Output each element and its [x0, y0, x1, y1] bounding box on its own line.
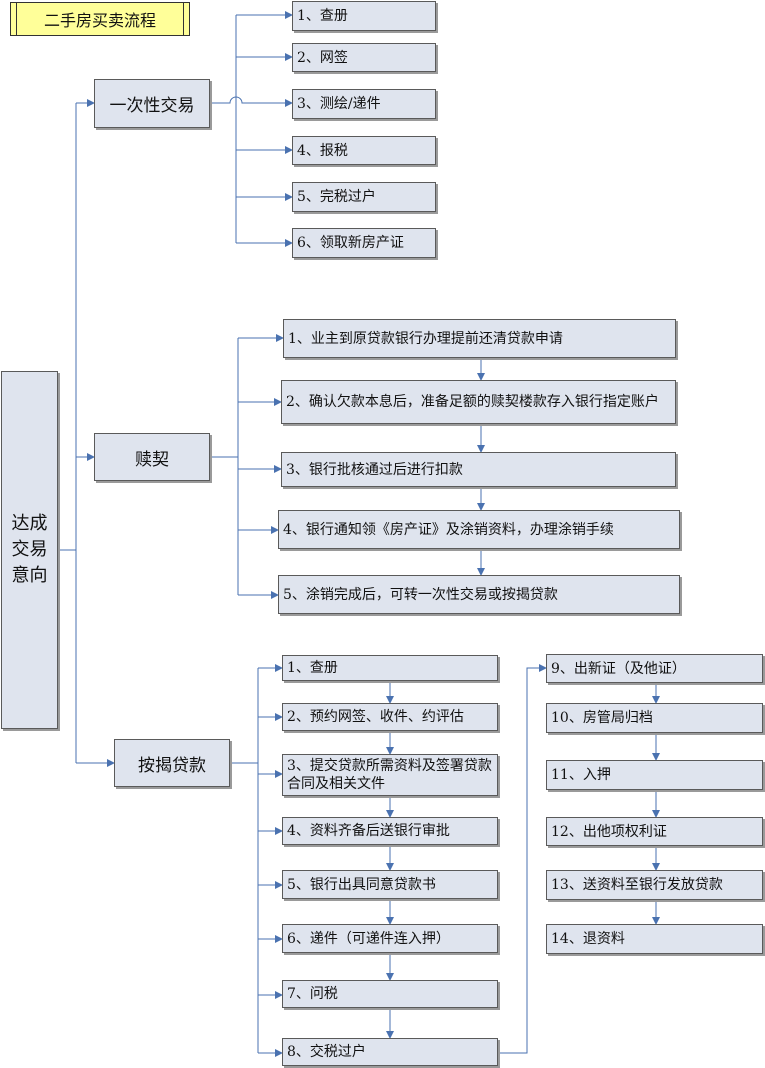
mortgage-step-10: 10、房管局归档: [546, 703, 763, 733]
root-label: 达成交易意向: [11, 513, 48, 586]
redemption-step-2-label: 2、确认欠款本息后，准备足额的赎契楼款存入银行指定账户: [286, 394, 659, 410]
one-time-step-6: 6、领取新房产证: [292, 228, 436, 258]
mortgage-step-2: 2、预约网签、收件、约评估: [282, 703, 498, 731]
redemption-step-1: 1、业主到原贷款银行办理提前还清贷款申请: [283, 319, 676, 358]
redemption-step-3: 3、银行批核通过后进行扣款: [281, 452, 676, 487]
redemption-step-4: 4、银行通知领《房产证》及涂销资料，办理涂销手续: [278, 510, 680, 549]
branch-redemption: 赎契: [94, 433, 210, 481]
mortgage-step-6: 6、递件（可递件连入押）: [282, 924, 498, 953]
mortgage-step-4: 4、资料齐备后送银行审批: [282, 817, 498, 845]
redemption-step-5: 5、涂销完成后，可转一次性交易或按揭贷款: [278, 575, 680, 614]
one-time-step-1: 1、查册: [292, 1, 436, 31]
mortgage-step-8: 8、交税过户: [282, 1038, 498, 1066]
mortgage-step-3: 3、提交贷款所需资料及签署贷款合同及相关文件: [282, 754, 498, 796]
mortgage-step-9: 9、出新证（及他证）: [546, 654, 763, 683]
mortgage-step-3-label: 3、提交贷款所需资料及签署贷款合同及相关文件: [287, 758, 492, 792]
one-time-step-3: 3、测绘/递件: [292, 89, 436, 119]
branch-mortgage-loan: 按揭贷款: [114, 739, 230, 787]
one-time-step-5: 5、完税过户: [292, 182, 436, 212]
branch-one-time-trade: 一次性交易: [94, 79, 210, 128]
one-time-step-4: 4、报税: [292, 136, 436, 165]
one-time-step-2: 2、网签: [292, 43, 436, 72]
diagram-title-text: 二手房买卖流程: [16, 3, 184, 35]
mortgage-step-7: 7、问税: [282, 980, 498, 1008]
redemption-step-2: 2、确认欠款本息后，准备足额的赎契楼款存入银行指定账户: [281, 380, 676, 424]
root-node: 达成交易意向: [1, 371, 58, 729]
mortgage-step-13: 13、送资料至银行发放贷款: [546, 870, 763, 900]
mortgage-step-12: 12、出他项权利证: [546, 817, 763, 846]
mortgage-step-11: 11、入押: [546, 760, 763, 790]
diagram-title: 二手房买卖流程: [10, 2, 190, 36]
mortgage-step-14: 14、退资料: [546, 924, 763, 954]
mortgage-step-1: 1、查册: [282, 655, 498, 681]
mortgage-step-5: 5、银行出具同意贷款书: [282, 870, 498, 899]
